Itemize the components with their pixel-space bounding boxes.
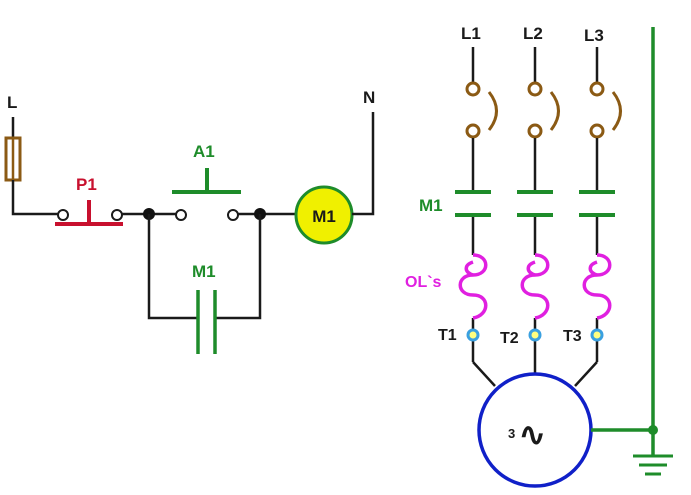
control-circuit: L P1 A1	[4, 88, 375, 354]
holding-contact-label: M1	[192, 262, 216, 281]
holding-branch-left	[147, 214, 197, 320]
terminal-label-t3: T3	[563, 328, 582, 345]
stop-button-label: P1	[76, 175, 97, 194]
start-pushbutton	[172, 168, 241, 221]
phase-l2	[527, 47, 560, 375]
overload-heaters	[458, 253, 612, 320]
phase-label-l3: L3	[584, 26, 604, 45]
overload-label: OL`s	[405, 274, 442, 291]
motor-phase-number: 3	[508, 426, 515, 441]
motor-terminals	[466, 328, 604, 342]
fuse-symbol	[4, 136, 22, 182]
start-button-label: A1	[193, 142, 215, 161]
stop-pushbutton	[55, 200, 123, 226]
holding-branch-right	[216, 214, 262, 320]
motor-coil-label: M1	[312, 207, 336, 226]
ground-conductor	[591, 27, 658, 455]
line-label: L	[7, 93, 17, 112]
wire-coil-to-neutral	[352, 112, 375, 216]
phase-label-l2: L2	[523, 24, 543, 43]
three-phase-motor: 3 ∿	[477, 372, 593, 488]
ground-icon	[633, 454, 673, 476]
holding-contact	[196, 290, 217, 354]
phase-label-l1: L1	[461, 24, 481, 43]
motor-coil: M1	[294, 185, 354, 245]
phase-l1	[465, 47, 498, 387]
terminal-label-t1: T1	[438, 327, 457, 344]
terminal-label-t2: T2	[500, 330, 519, 347]
neutral-label: N	[363, 88, 375, 107]
phase-l3	[574, 47, 622, 387]
contactor-main-contacts	[455, 190, 615, 217]
power-circuit: L1 L2 L3	[405, 24, 673, 488]
contactor-label: M1	[419, 196, 443, 215]
motor-ac-wave-icon: ∿	[518, 416, 547, 454]
line-wire-to-stop	[11, 180, 58, 216]
